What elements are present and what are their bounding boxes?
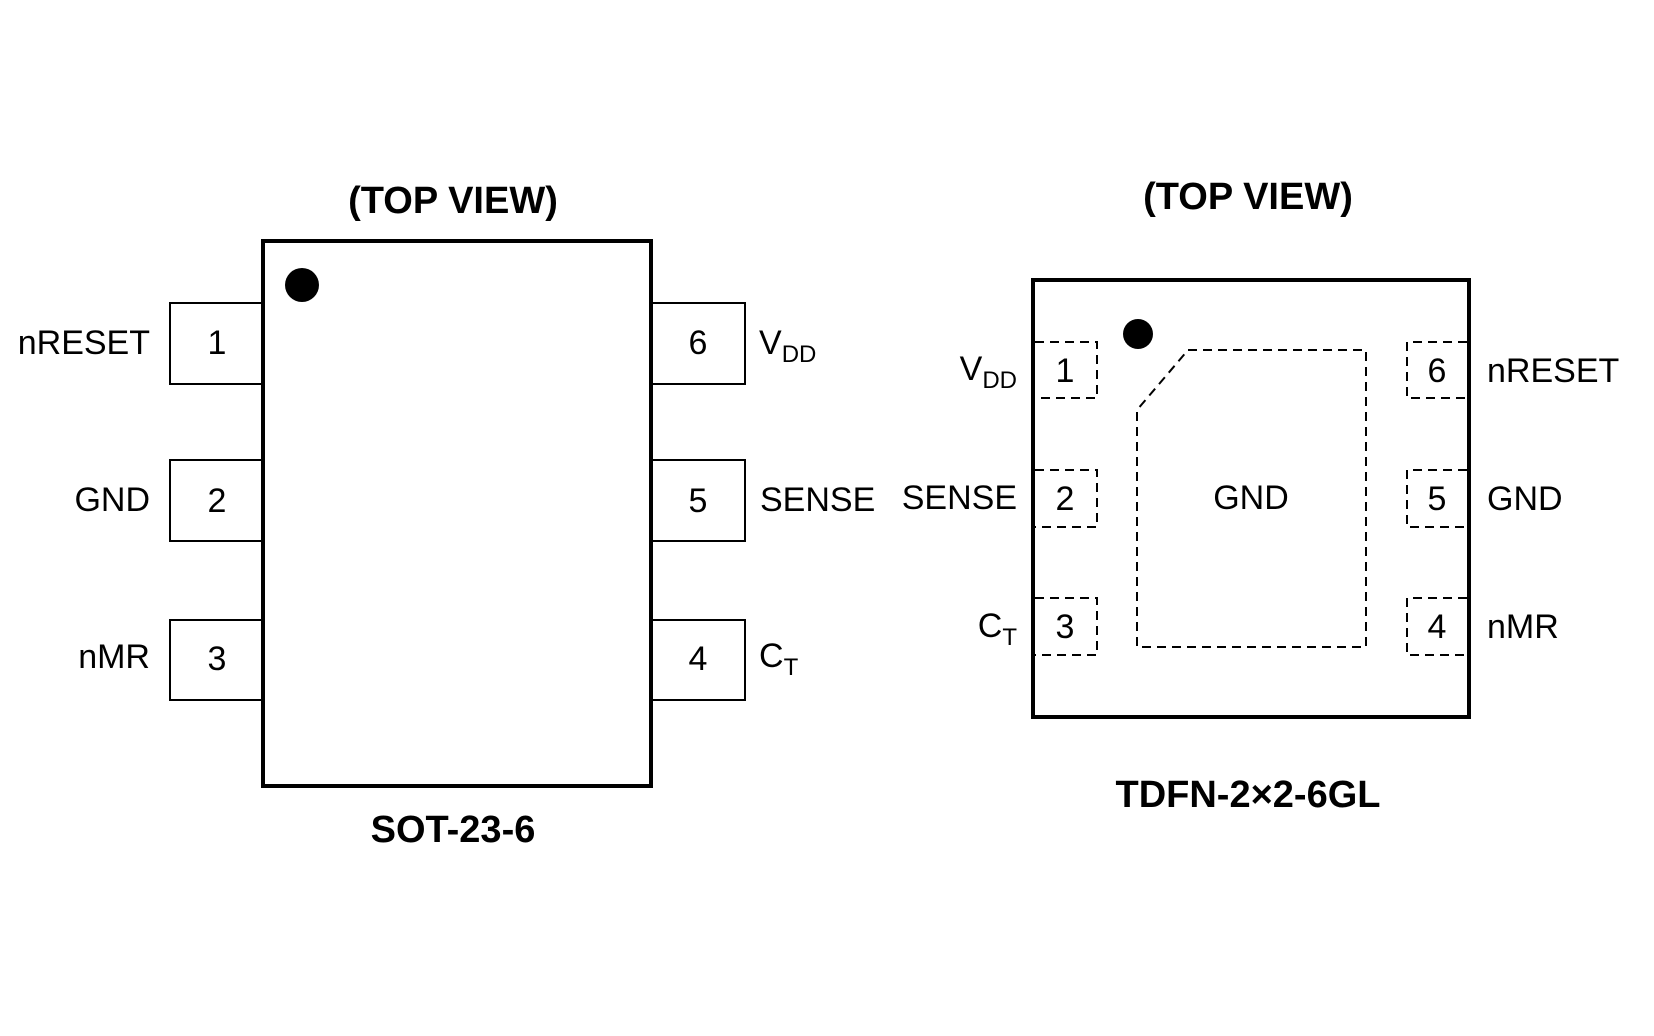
tdfn-pin-3-pad [1035, 597, 1098, 656]
tdfn-pin-label: nRESET [1487, 352, 1619, 390]
tdfn-pin-6-pad [1406, 341, 1467, 399]
tdfn-pin-label: SENSE [902, 479, 1017, 517]
tdfn-package-name: TDFN-2×2-6GL [1116, 774, 1381, 816]
tdfn-pin-number: 1 [1056, 352, 1075, 390]
tdfn-pin-1-pad [1035, 341, 1098, 399]
sot-23-6-package: (TOP VIEW) 1 2 3 6 5 4 nRESET GND nMR VD… [18, 180, 876, 851]
sot-pin-label: CT [759, 637, 799, 681]
sot-pin-label: GND [74, 481, 150, 519]
pin1-indicator-dot [1123, 319, 1153, 349]
sot-pin-number: 5 [689, 482, 708, 520]
tdfn-exposed-pad-label: GND [1213, 479, 1289, 517]
tdfn-pin-2-pad [1035, 469, 1098, 528]
tdfn-pin-4-pad [1406, 597, 1467, 656]
tdfn-pin-number: 2 [1056, 480, 1075, 518]
sot-pin-1-lead [169, 302, 264, 385]
tdfn-exposed-pad [1136, 349, 1367, 648]
sot-pin-5-lead [650, 459, 746, 542]
sot-package-name: SOT-23-6 [371, 809, 536, 851]
sot-pin-3-lead [169, 619, 264, 701]
sot-pin-label: nMR [78, 638, 150, 676]
tdfn-pin-label: CT [978, 607, 1018, 651]
sot-pin-2-lead [169, 459, 264, 542]
tdfn-pin-5-pad [1406, 469, 1467, 528]
tdfn-body [1031, 278, 1471, 719]
tdfn-pin-label: GND [1487, 480, 1563, 518]
pin1-indicator-dot [285, 268, 319, 302]
tdfn-pin-number: 4 [1428, 608, 1447, 646]
sot-pin-number: 6 [689, 324, 708, 362]
sot-pin-number: 1 [208, 324, 227, 362]
sot-pin-6-lead [650, 302, 746, 385]
tdfn-package: (TOP VIEW) GND 1 2 3 6 5 4 VDD SENSE CT … [902, 176, 1620, 816]
tdfn-top-view-title: (TOP VIEW) [1143, 176, 1353, 218]
sot-pin-number: 3 [208, 640, 227, 678]
tdfn-pin-number: 3 [1056, 608, 1075, 646]
tdfn-pin-label: nMR [1487, 608, 1559, 646]
sot-pin-label: VDD [759, 324, 816, 368]
sot-pin-number: 2 [208, 482, 227, 520]
tdfn-pin-number: 6 [1428, 352, 1447, 390]
sot-pin-label: nRESET [18, 324, 150, 362]
tdfn-pin-number: 5 [1428, 480, 1447, 518]
sot-pin-number: 4 [689, 640, 708, 678]
sot-top-view-title: (TOP VIEW) [348, 180, 558, 222]
sot-body [261, 239, 653, 788]
sot-pin-label: SENSE [760, 481, 875, 519]
tdfn-pin-label: VDD [960, 350, 1017, 394]
